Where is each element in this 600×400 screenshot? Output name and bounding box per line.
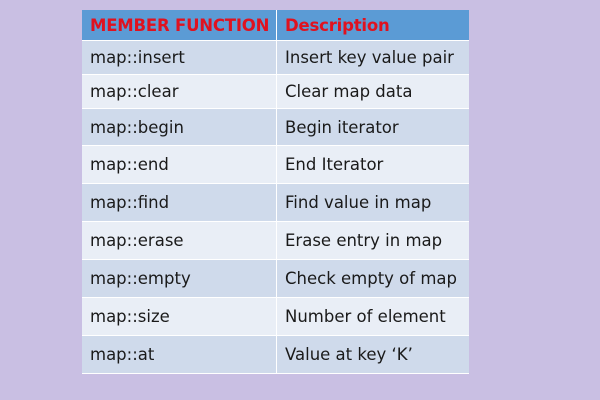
description-cell: Insert key value pair	[276, 40, 469, 75]
table-row: map::erase Erase entry in map	[82, 221, 469, 260]
description-cell: Value at key ‘K’	[276, 335, 469, 374]
function-cell: map::erase	[82, 221, 277, 260]
description-cell: Erase entry in map	[276, 221, 469, 260]
description-cell: Number of element	[276, 297, 469, 336]
table-row: map::end End Iterator	[82, 145, 469, 184]
function-cell: map::clear	[82, 74, 277, 109]
table-row: map::clear Clear map data	[82, 74, 469, 109]
description-cell: Find value in map	[276, 183, 469, 222]
table-row: map::at Value at key ‘K’	[82, 335, 469, 374]
function-cell: map::size	[82, 297, 277, 336]
description-cell: End Iterator	[276, 145, 469, 184]
table-row: map::empty Check empty of map	[82, 259, 469, 298]
header-row: MEMBER FUNCTION Description	[82, 10, 469, 41]
function-cell: map::insert	[82, 40, 277, 75]
function-cell: map::at	[82, 335, 277, 374]
function-cell: map::empty	[82, 259, 277, 298]
function-cell: map::find	[82, 183, 277, 222]
header-member-function: MEMBER FUNCTION	[82, 10, 277, 41]
function-cell: map::end	[82, 145, 277, 184]
table-row: map::insert Insert key value pair	[82, 40, 469, 75]
description-cell: Clear map data	[276, 74, 469, 109]
table-row: map::begin Begin iterator	[82, 108, 469, 146]
table-row: map::find Find value in map	[82, 183, 469, 222]
map-member-functions-table: MEMBER FUNCTION Description map::insert …	[82, 10, 469, 374]
table-row: map::size Number of element	[82, 297, 469, 336]
header-description: Description	[276, 10, 469, 41]
description-cell: Begin iterator	[276, 108, 469, 146]
function-cell: map::begin	[82, 108, 277, 146]
description-cell: Check empty of map	[276, 259, 469, 298]
